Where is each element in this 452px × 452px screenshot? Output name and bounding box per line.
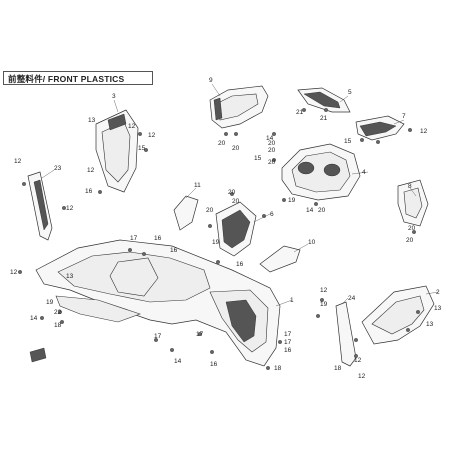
callout-14: 14 (30, 315, 38, 322)
callout-12: 12 (420, 128, 428, 135)
callout-16: 16 (236, 261, 244, 268)
callout-labels: 9 21 21 5 20 20 20 3 13 12 12 15 12 16 7… (10, 77, 442, 380)
callout-18: 18 (274, 365, 282, 372)
callout-6: 6 (270, 211, 274, 218)
callout-20: 20 (408, 225, 416, 232)
callout-17: 17 (130, 235, 138, 242)
callout-19: 19 (320, 301, 328, 308)
callout-19: 19 (46, 299, 54, 306)
part-4-front-fascia (281, 143, 361, 201)
callout-12: 12 (354, 357, 362, 364)
callout-22: 22 (54, 309, 62, 316)
callout-12: 12 (10, 269, 18, 276)
callout-12: 12 (66, 205, 74, 212)
callout-16: 16 (85, 188, 93, 195)
part-10-wedge (259, 245, 301, 273)
callout-21: 21 (320, 115, 328, 122)
callout-17: 17 (196, 331, 204, 338)
callout-9: 9 (209, 77, 213, 84)
callout-18: 18 (54, 322, 62, 329)
part-6-center-grille (215, 201, 257, 257)
fasteners (18, 108, 420, 370)
part-8-right-panel (397, 179, 429, 227)
callout-23: 23 (54, 165, 62, 172)
callout-13: 13 (66, 273, 74, 280)
callout-20: 20 (406, 237, 414, 244)
callout-16: 16 (154, 235, 162, 242)
callout-13: 13 (434, 305, 442, 312)
part-11-bracket (173, 195, 199, 231)
callout-17: 17 (154, 333, 162, 340)
callout-17: 17 (284, 339, 292, 346)
callout-19: 19 (212, 239, 220, 246)
callout-12: 12 (87, 167, 95, 174)
callout-20: 20 (232, 198, 240, 205)
callout-12: 12 (320, 287, 328, 294)
callout-20: 20 (228, 189, 236, 196)
decal-part (29, 347, 47, 363)
part-3-left-grille (95, 109, 139, 193)
part-23-side-strip (27, 171, 53, 241)
callout-1: 1 (290, 297, 294, 304)
callout-20: 20 (318, 207, 326, 214)
callout-21: 21 (296, 109, 304, 116)
callout-13: 13 (88, 117, 96, 124)
callout-14: 14 (174, 358, 182, 365)
callout-13: 13 (426, 321, 434, 328)
callout-8: 8 (408, 183, 412, 190)
callout-16: 16 (210, 361, 218, 368)
leader-lines (41, 83, 439, 307)
part-7-small-panel (355, 115, 405, 141)
callout-10: 10 (308, 239, 316, 246)
callout-24: 24 (348, 295, 356, 302)
callout-14: 14 (306, 207, 314, 214)
callout-15: 15 (344, 138, 352, 145)
callout-3: 3 (112, 93, 116, 100)
callout-20: 20 (268, 147, 276, 154)
diagram-title: 前整料件/ FRONT PLASTICS (8, 74, 125, 84)
callout-19: 19 (288, 197, 296, 204)
callout-20: 20 (218, 140, 226, 147)
callout-2: 2 (436, 289, 440, 296)
callout-20: 20 (206, 207, 214, 214)
callout-4: 4 (362, 169, 366, 176)
callout-5: 5 (348, 89, 352, 96)
part-9-upper-panel (209, 85, 269, 129)
callout-7: 7 (402, 113, 406, 120)
callout-20: 20 (268, 159, 276, 166)
callout-20: 20 (232, 145, 240, 152)
callout-16: 16 (170, 247, 178, 254)
callout-18: 18 (334, 365, 342, 372)
callout-12: 12 (128, 123, 136, 130)
callout-11: 11 (194, 182, 201, 189)
callout-16: 16 (284, 347, 292, 354)
callout-20: 20 (268, 140, 276, 147)
callout-15: 15 (254, 155, 262, 162)
callout-12: 12 (358, 373, 366, 380)
callout-14: 14 (266, 135, 274, 142)
callout-17: 17 (284, 331, 292, 338)
part-5-headlight-bezel (297, 87, 351, 113)
part-1-main-body (35, 239, 281, 367)
callout-12: 12 (14, 158, 22, 165)
callout-15: 15 (138, 145, 146, 152)
callout-12: 12 (148, 132, 156, 139)
part-24-side-rod (335, 301, 357, 367)
diagram-title-box: 前整料件/ FRONT PLASTICS (3, 71, 153, 85)
part-2-right-fender (361, 285, 435, 345)
